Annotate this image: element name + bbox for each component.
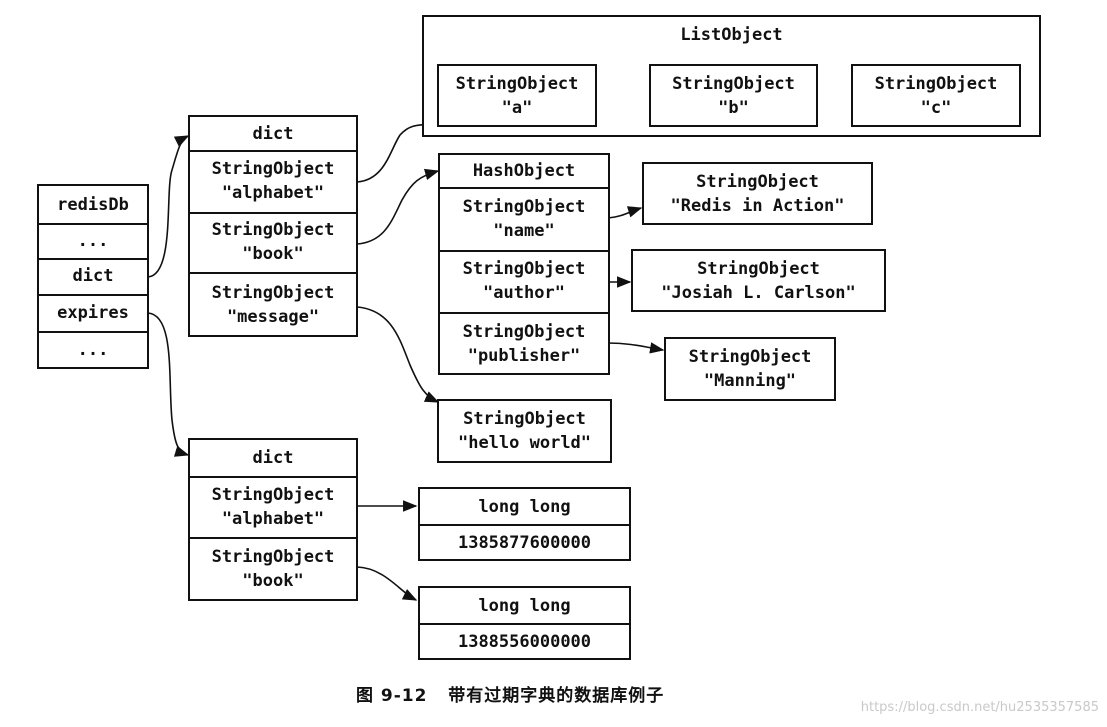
divider [39, 223, 147, 225]
divider [190, 476, 356, 478]
divider [39, 294, 147, 296]
figure-caption: 图 9-12 带有过期字典的数据库例子 [356, 686, 665, 706]
field-value: "author" [483, 283, 565, 303]
divider [190, 212, 356, 214]
message-value-hello-world: StringObject "hello world" [437, 399, 612, 463]
key-type: StringObject [211, 547, 335, 567]
key-type: StringObject [211, 282, 335, 303]
expire-type: long long [478, 496, 571, 517]
divider [190, 537, 356, 539]
field-type: StringObject [462, 196, 586, 217]
main-dict-key-message: StringObject "message" [190, 272, 356, 337]
hash-value-josiah-carlson: StringObject "Josiah L. Carlson" [631, 249, 886, 312]
divider [190, 272, 356, 274]
hash-value-manning: StringObject "Manning" [664, 337, 836, 401]
value-text: StringObject "Manning" [689, 345, 812, 393]
arrow-publisher-to-value [607, 342, 665, 354]
divider [440, 187, 608, 189]
list-item-c: StringObject "c" [851, 64, 1021, 127]
expire-type: long long [478, 595, 571, 616]
list-item-a: StringObject "a" [437, 64, 597, 127]
value-value: "Manning" [703, 371, 797, 391]
redisdb-dict-field: dict [72, 266, 114, 286]
redisdb-struct: redisDb ... dict expires ... [37, 184, 149, 369]
expire-value-book: long long 1388556000000 [418, 586, 631, 660]
expire-timestamp: 1388556000000 [457, 631, 592, 652]
arrow-redisdb-dict-to-dict [147, 135, 190, 278]
arrow-alphabet-to-listobject [356, 118, 438, 183]
value-type: StringObject [688, 347, 812, 367]
field-type: StringObject [462, 321, 586, 342]
key-value: "alphabet" [221, 183, 325, 203]
value-text: StringObject "Redis in Action" [671, 170, 845, 218]
list-item-c-text: StringObject "c" [875, 72, 998, 120]
value-text: StringObject "hello world" [458, 407, 591, 455]
hash-field-author: StringObject "author" [440, 250, 608, 312]
key-value: "book" [242, 244, 304, 264]
redisdb-ellipsis-2: ... [77, 340, 109, 360]
value-value: "Redis in Action" [670, 195, 845, 216]
key-value: "message" [226, 306, 320, 327]
value-type: StringObject [696, 171, 819, 192]
main-dict-key-alphabet: StringObject "alphabet" [190, 150, 356, 212]
key-value: "alphabet" [221, 508, 325, 529]
hash-field-publisher: StringObject "publisher" [440, 312, 608, 375]
redisdb-title: redisDb [57, 194, 129, 215]
hash-field-name: StringObject "name" [440, 187, 608, 250]
key-type: StringObject [211, 159, 335, 179]
main-dict: dict StringObject "alphabet" StringObjec… [188, 115, 358, 337]
expires-dict: dict StringObject "alphabet" StringObjec… [188, 438, 358, 601]
main-dict-key-book: StringObject "book" [190, 212, 356, 272]
arrow-book-to-hashobject [356, 168, 440, 245]
divider [440, 250, 608, 252]
field-value: "name" [493, 220, 555, 241]
expire-value-alphabet: long long 1385877600000 [418, 487, 631, 561]
arrow-message-to-hello-world [356, 306, 440, 403]
arrow-expire-book-to-longlong [356, 566, 418, 601]
divider [39, 331, 147, 333]
watermark: https://blog.csdn.net/hu2535357585 [860, 700, 1099, 715]
key-type: StringObject [211, 220, 335, 240]
list-item-b-text: StringObject "b" [672, 72, 795, 120]
main-dict-header: dict [252, 123, 294, 144]
item-type: StringObject [455, 73, 579, 94]
item-type: StringObject [672, 73, 795, 94]
expires-dict-key-alphabet: StringObject "alphabet" [190, 476, 356, 537]
divider [440, 312, 608, 314]
key-type: StringObject [211, 484, 335, 505]
field-value: "publisher" [467, 345, 581, 366]
item-type: StringObject [874, 73, 998, 94]
value-type: StringObject [697, 258, 820, 279]
divider [39, 258, 147, 260]
value-type: StringObject [463, 409, 586, 429]
divider [420, 524, 629, 526]
redisdb-ellipsis-1: ... [77, 230, 109, 251]
field-type: StringObject [462, 259, 586, 279]
expires-dict-key-book: StringObject "book" [190, 537, 356, 601]
item-value: "a" [501, 97, 533, 118]
value-text: StringObject "Josiah L. Carlson" [661, 257, 855, 305]
list-item-b: StringObject "b" [649, 64, 818, 127]
redisdb-expires-field: expires [57, 302, 129, 323]
item-value: "c" [920, 97, 952, 118]
value-value: "Josiah L. Carlson" [661, 282, 856, 303]
expire-timestamp: 1385877600000 [457, 532, 592, 553]
divider [420, 623, 629, 625]
divider [190, 150, 356, 152]
value-value: "hello world" [457, 433, 592, 453]
key-value: "book" [242, 571, 304, 591]
list-object-title: ListObject [680, 25, 783, 45]
hash-value-redis-in-action: StringObject "Redis in Action" [642, 162, 873, 225]
expires-dict-header: dict [252, 448, 294, 468]
list-item-a-text: StringObject "a" [456, 72, 579, 120]
arrow-redisdb-expires-to-dict [147, 312, 190, 457]
hash-object-header: HashObject [472, 161, 576, 181]
arrow-name-to-value [607, 206, 643, 219]
item-value: "b" [718, 97, 749, 118]
hash-object: HashObject StringObject "name" StringObj… [438, 153, 610, 375]
